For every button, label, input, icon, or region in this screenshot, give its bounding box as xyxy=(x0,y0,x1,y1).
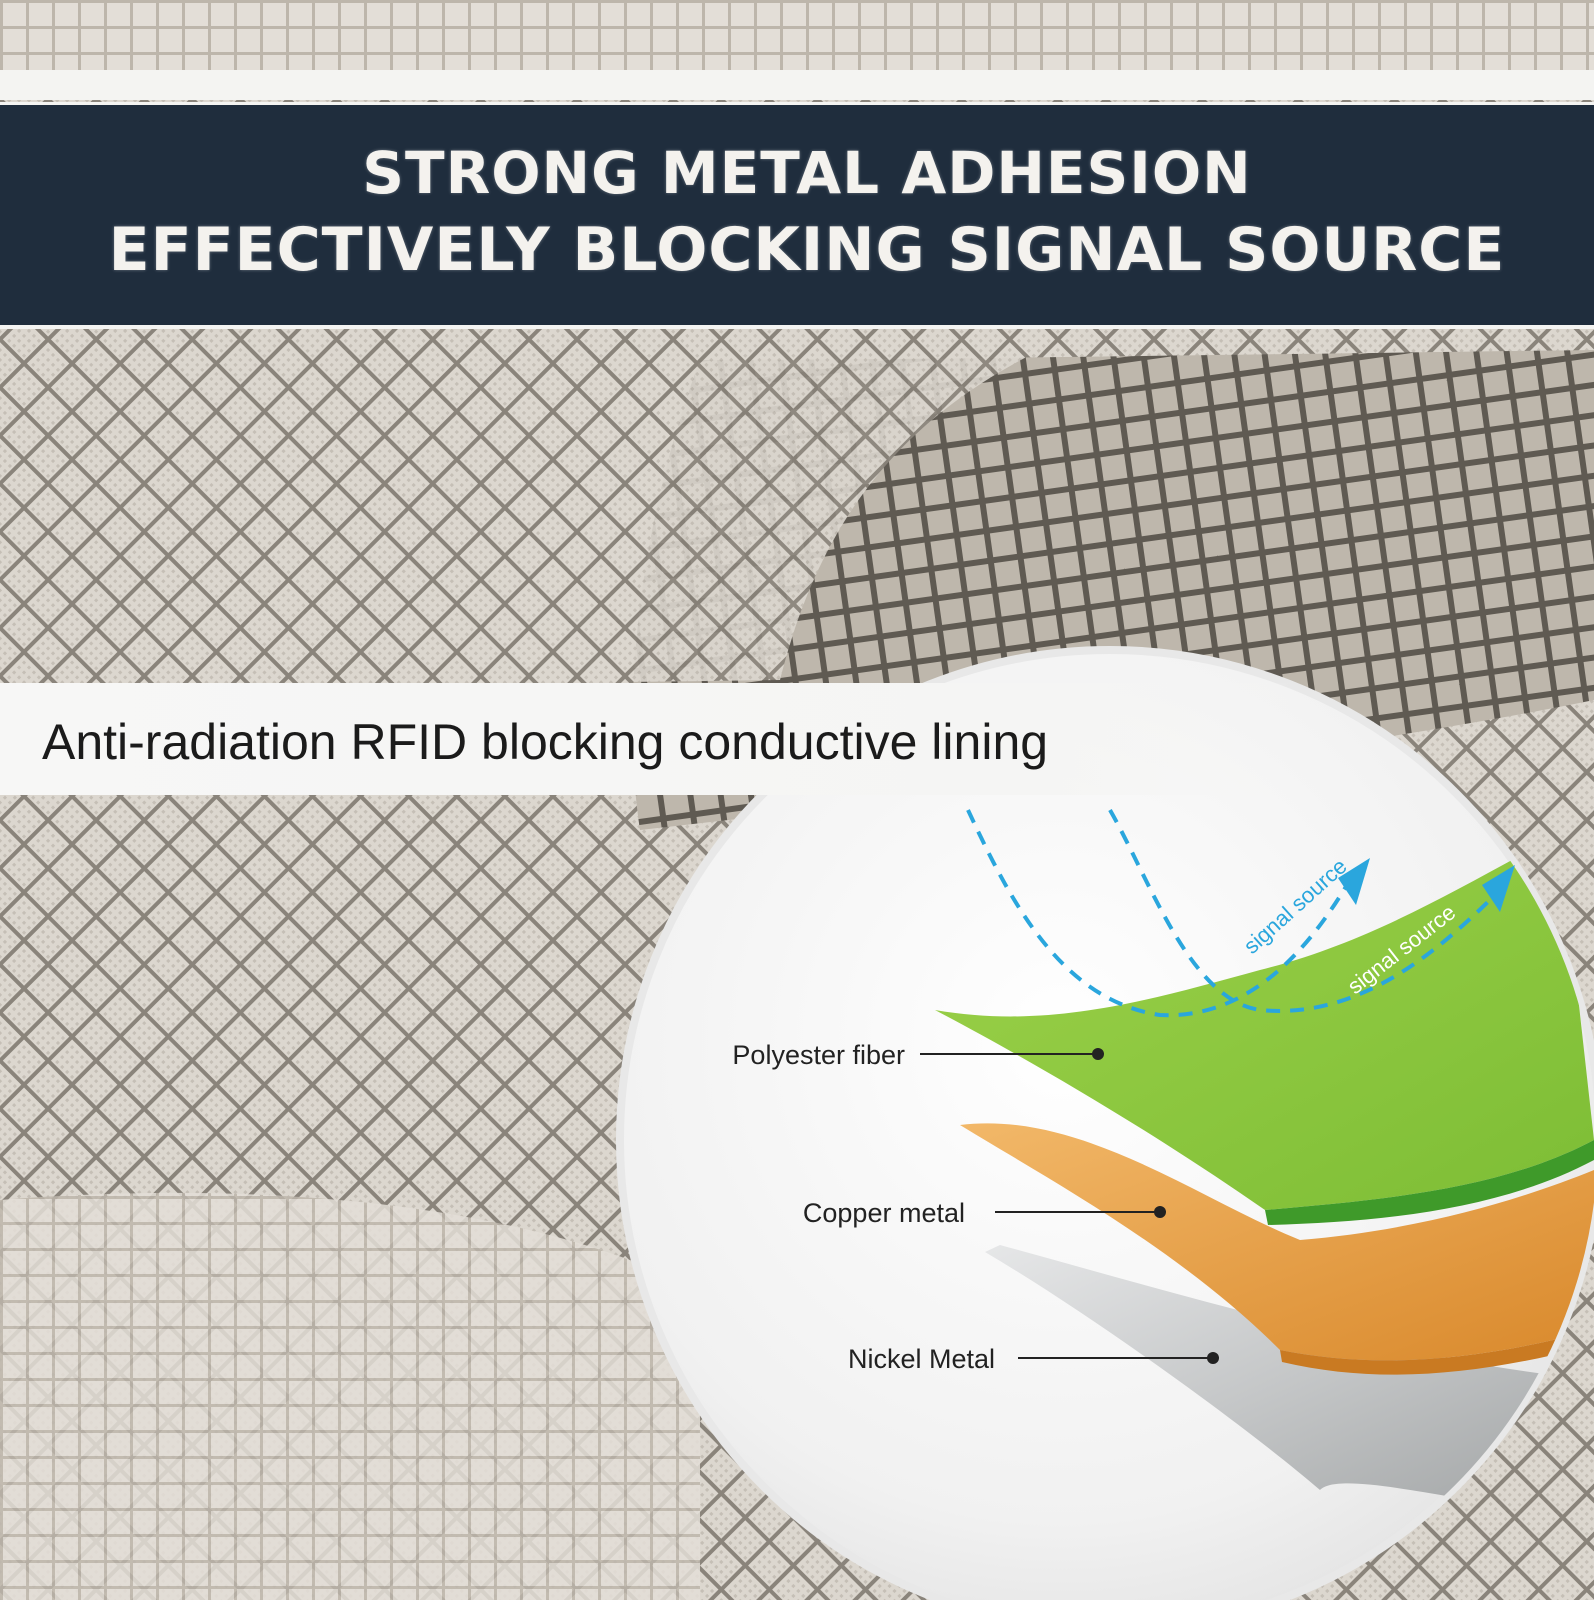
headline-line-1: STRONG METAL ADHESION xyxy=(362,139,1252,207)
top-divider xyxy=(0,70,1594,100)
nickel-dot xyxy=(1207,1352,1219,1364)
copper-dot xyxy=(1154,1206,1166,1218)
layer-diagram: signal source signal source Polyester fi… xyxy=(616,646,1594,1600)
layer-label-copper: Copper metal xyxy=(803,1198,965,1228)
copper-edge xyxy=(1280,1330,1594,1375)
layer-label-nickel: Nickel Metal xyxy=(848,1344,995,1374)
fabric-top-strip xyxy=(0,0,1594,72)
subtitle: Anti-radiation RFID blocking conductive … xyxy=(42,714,1049,770)
headline-line-2: EFFECTIVELY BLOCKING SIGNAL SOURCE xyxy=(108,215,1506,285)
nickel-layer xyxy=(985,1245,1594,1520)
fabric-fold-light xyxy=(0,350,1040,690)
signal-arrow-2-icon xyxy=(1482,865,1515,912)
signal-arrow-1-icon xyxy=(1338,858,1370,905)
headline-banner: STRONG METAL ADHESION EFFECTIVELY BLOCKI… xyxy=(0,102,1594,329)
signal-path-1 xyxy=(966,809,1352,1018)
polyester-dot xyxy=(1092,1048,1104,1060)
layer-label-polyester: Polyester fiber xyxy=(732,1040,905,1070)
subtitle-bar: Anti-radiation RFID blocking conductive … xyxy=(0,683,1300,795)
polyester-edge xyxy=(1265,1140,1594,1225)
fabric-lower-light xyxy=(0,1192,700,1600)
polyester-layer xyxy=(935,835,1594,1210)
copper-layer xyxy=(960,1123,1594,1361)
